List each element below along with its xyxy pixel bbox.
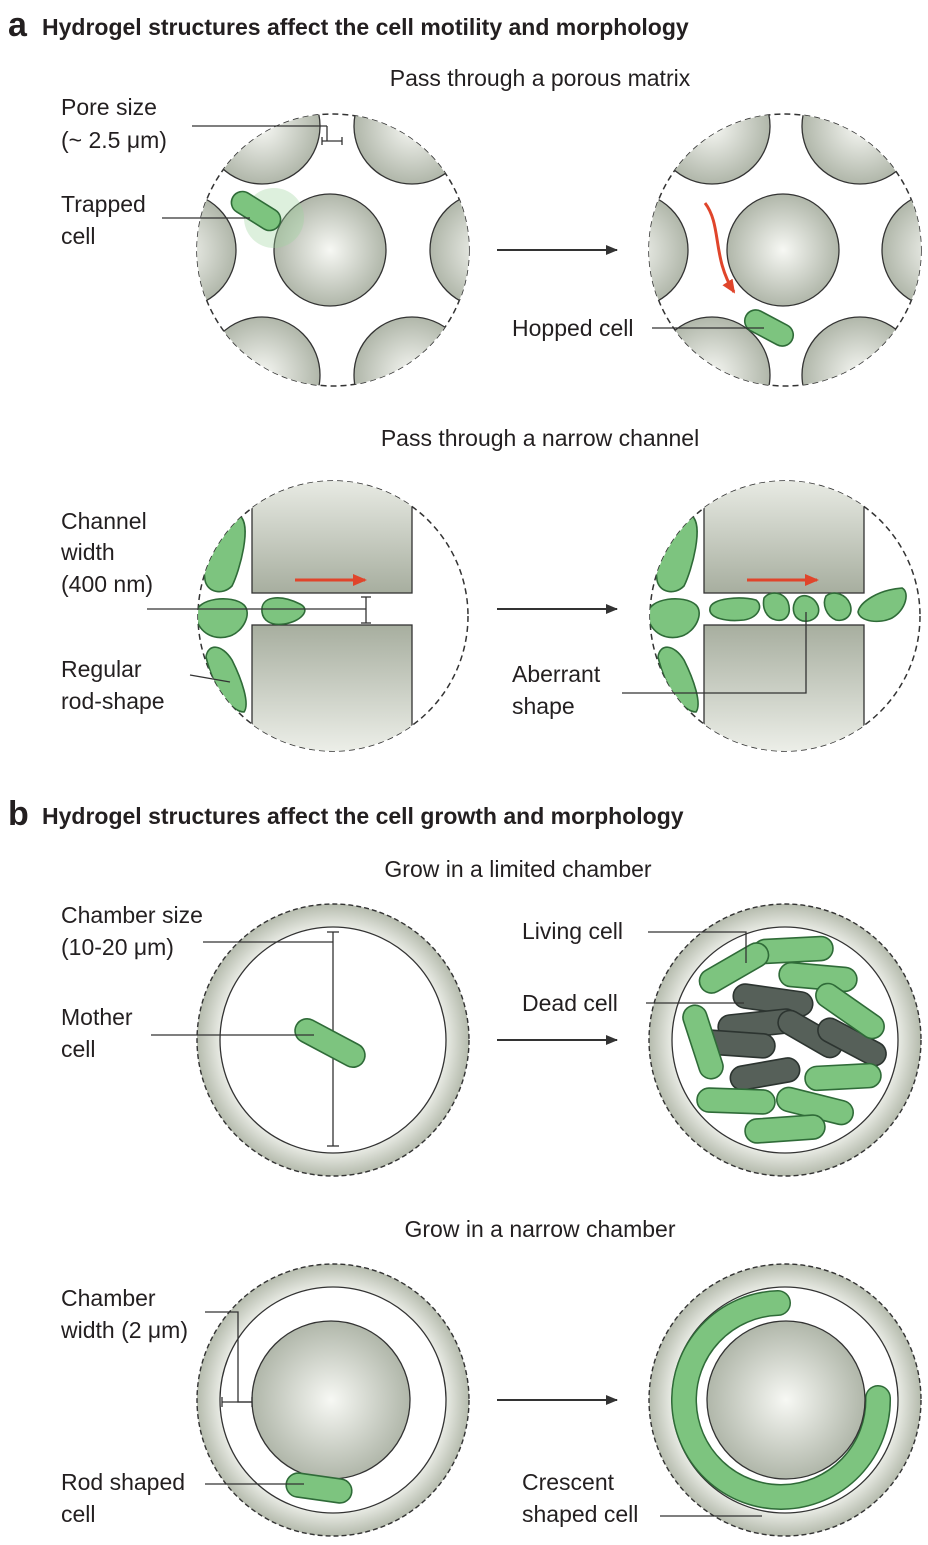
hop-motion-arrow bbox=[703, 202, 736, 294]
channel-subtitle: Pass through a narrow channel bbox=[381, 425, 699, 451]
limited-chamber-after bbox=[648, 903, 922, 1177]
narrow-chamber-before bbox=[196, 1263, 470, 1537]
rod-shape-leader bbox=[189, 674, 231, 683]
aberrant-cell-3 bbox=[792, 594, 820, 622]
crescent-label-1: Crescent bbox=[522, 1469, 615, 1495]
crescent-cell bbox=[672, 1291, 890, 1509]
living-label: Living cell bbox=[522, 918, 623, 944]
porous-subtitle: Pass through a porous matrix bbox=[390, 65, 691, 91]
living-cell-leader bbox=[648, 931, 747, 963]
aberrant-cell-5 bbox=[857, 587, 907, 623]
trapped-cell bbox=[230, 190, 282, 232]
rod-shape-label-1: Regular bbox=[61, 656, 142, 682]
aberrant-cell-1 bbox=[709, 597, 761, 622]
hopped-cell bbox=[743, 309, 795, 347]
panel-b-letter: b bbox=[8, 795, 29, 833]
limited-subtitle: Grow in a limited chamber bbox=[384, 856, 651, 882]
panel-b-heading: Hydrogel structures affect the cell grow… bbox=[42, 803, 684, 829]
channel-width-marker bbox=[147, 596, 371, 624]
dead-cell-cluster bbox=[698, 983, 887, 1091]
chamber-width-label-2: width (2 μm) bbox=[60, 1317, 188, 1343]
chamber-size-label-2: (10-20 μm) bbox=[61, 934, 174, 960]
aberrant-cell-2 bbox=[762, 592, 791, 622]
narrow-subtitle: Grow in a narrow chamber bbox=[405, 1216, 676, 1242]
limited-chamber-before bbox=[196, 903, 470, 1177]
porous-matrix-before bbox=[196, 113, 470, 387]
pore-size-label-1: Pore size bbox=[61, 94, 157, 120]
pore-size-marker bbox=[192, 125, 343, 145]
chamber-width-marker bbox=[205, 1311, 253, 1407]
panel-a-heading: Hydrogel structures affect the cell moti… bbox=[42, 14, 689, 40]
aberrant-label-1: Aberrant bbox=[512, 661, 601, 687]
aberrant-leader bbox=[622, 612, 807, 694]
living-cell-cluster bbox=[682, 935, 885, 1144]
chamber-size-label-1: Chamber size bbox=[61, 902, 203, 928]
channel-width-label-3: (400 nm) bbox=[61, 571, 153, 597]
aberrant-cell-4 bbox=[823, 592, 852, 622]
aberrant-label-2: shape bbox=[512, 693, 575, 719]
pore-size-label-2: (~ 2.5 μm) bbox=[61, 127, 167, 153]
narrow-chamber-after bbox=[648, 1263, 922, 1537]
porous-matrix-after bbox=[648, 113, 922, 387]
dead-label: Dead cell bbox=[522, 990, 618, 1016]
chamber-width-label-1: Chamber bbox=[61, 1285, 156, 1311]
channel-after bbox=[649, 480, 921, 752]
hopped-label: Hopped cell bbox=[512, 315, 633, 341]
mother-label-2: cell bbox=[61, 1036, 96, 1062]
channel-before bbox=[197, 480, 469, 752]
channel-width-label-2: width bbox=[60, 539, 115, 565]
living-cell bbox=[698, 942, 770, 994]
channel-width-label-1: Channel bbox=[61, 508, 147, 534]
panel-a-letter: a bbox=[8, 6, 28, 44]
rod-shaped-label-1: Rod shaped bbox=[61, 1469, 185, 1495]
rod-shaped-label-2: cell bbox=[61, 1501, 96, 1527]
trapped-label-2: cell bbox=[61, 223, 96, 249]
crescent-label-2: shaped cell bbox=[522, 1501, 638, 1527]
trapped-label-1: Trapped bbox=[61, 191, 146, 217]
squeezed-cell bbox=[261, 597, 306, 626]
mother-label-1: Mother bbox=[61, 1004, 133, 1030]
mother-cell bbox=[294, 1017, 366, 1069]
rod-shape-label-2: rod-shape bbox=[61, 688, 165, 714]
